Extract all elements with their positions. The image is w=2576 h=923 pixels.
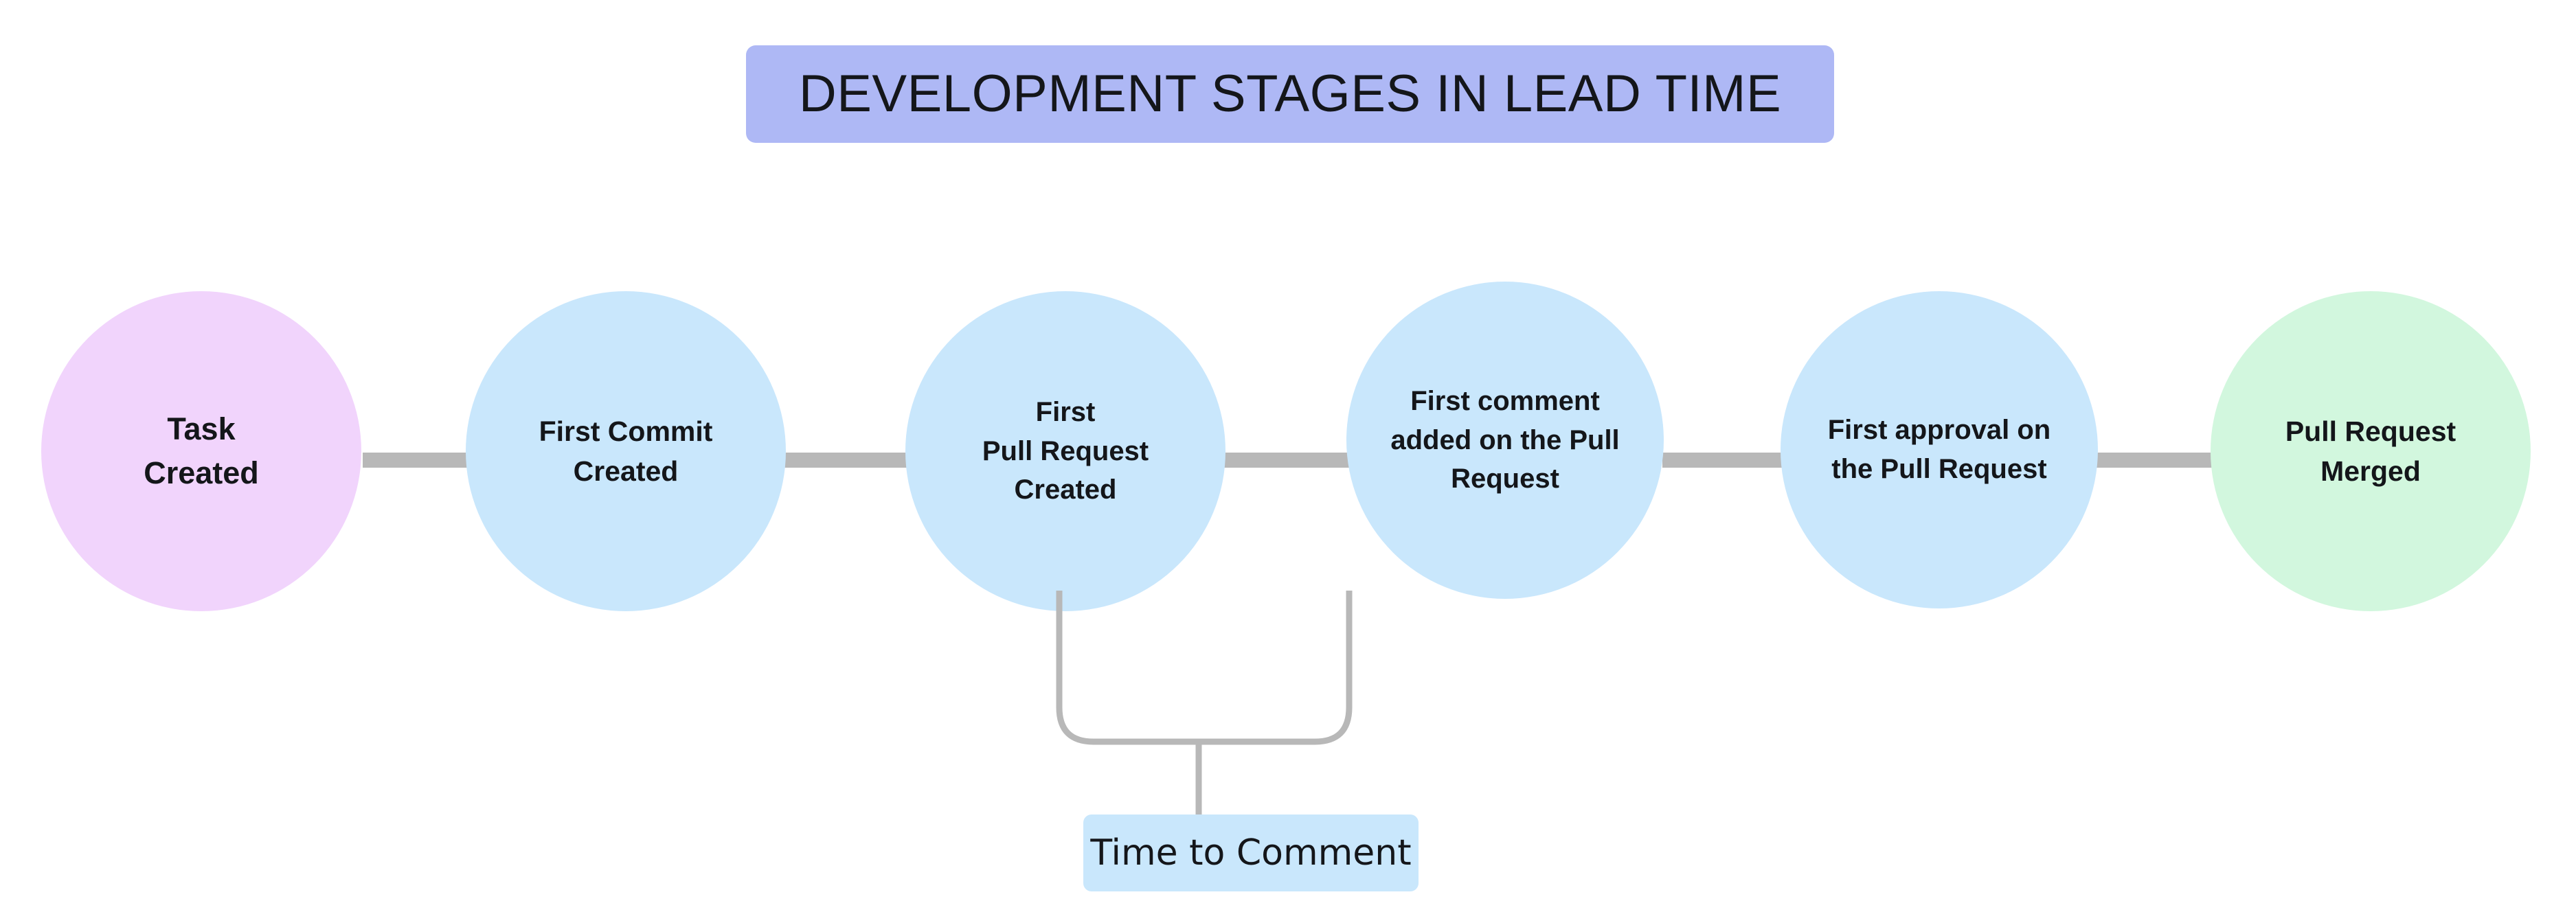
link-first-commit-to-first-pr xyxy=(784,453,908,468)
bracket-right-leg xyxy=(1199,591,1353,745)
page-title: DEVELOPMENT STAGES IN LEAD TIME xyxy=(798,65,1782,123)
node-first-comment-added[interactable]: First comment added on the Pull Request xyxy=(1346,282,1664,599)
edge-label-time-to-comment[interactable]: Time to Comment xyxy=(1083,814,1419,891)
node-pull-request-merged-label: Pull Request Merged xyxy=(2285,415,2456,487)
node-first-commit-created-label: First Commit Created xyxy=(539,415,713,487)
link-first-pr-to-first-comment xyxy=(1223,453,1349,468)
diagram-title-banner: DEVELOPMENT STAGES IN LEAD TIME xyxy=(746,45,1834,143)
node-first-comment-added-label: First comment added on the Pull Request xyxy=(1390,385,1620,494)
node-first-pull-request-created[interactable]: First Pull Request Created xyxy=(905,291,1225,611)
node-first-approval[interactable]: First approval on the Pull Request xyxy=(1781,291,2098,608)
node-task-created[interactable]: Task Created xyxy=(41,291,361,611)
node-pull-request-merged[interactable]: Pull Request Merged xyxy=(2211,291,2531,611)
link-first-comment-to-first-approval xyxy=(1662,453,1783,468)
link-first-approval-to-pr-merged xyxy=(2095,453,2213,468)
bracket-left-leg xyxy=(1056,591,1199,745)
node-task-created-label: Task Created xyxy=(144,411,259,490)
time-to-comment-bracket xyxy=(1056,591,1353,816)
node-first-approval-label: First approval on the Pull Request xyxy=(1827,415,2051,484)
node-first-commit-created[interactable]: First Commit Created xyxy=(466,291,786,611)
edge-label-time-to-comment-text: Time to Comment xyxy=(1090,832,1412,874)
node-first-pull-request-created-label: First Pull Request Created xyxy=(982,396,1149,505)
link-task-created-to-first-commit xyxy=(363,453,468,468)
